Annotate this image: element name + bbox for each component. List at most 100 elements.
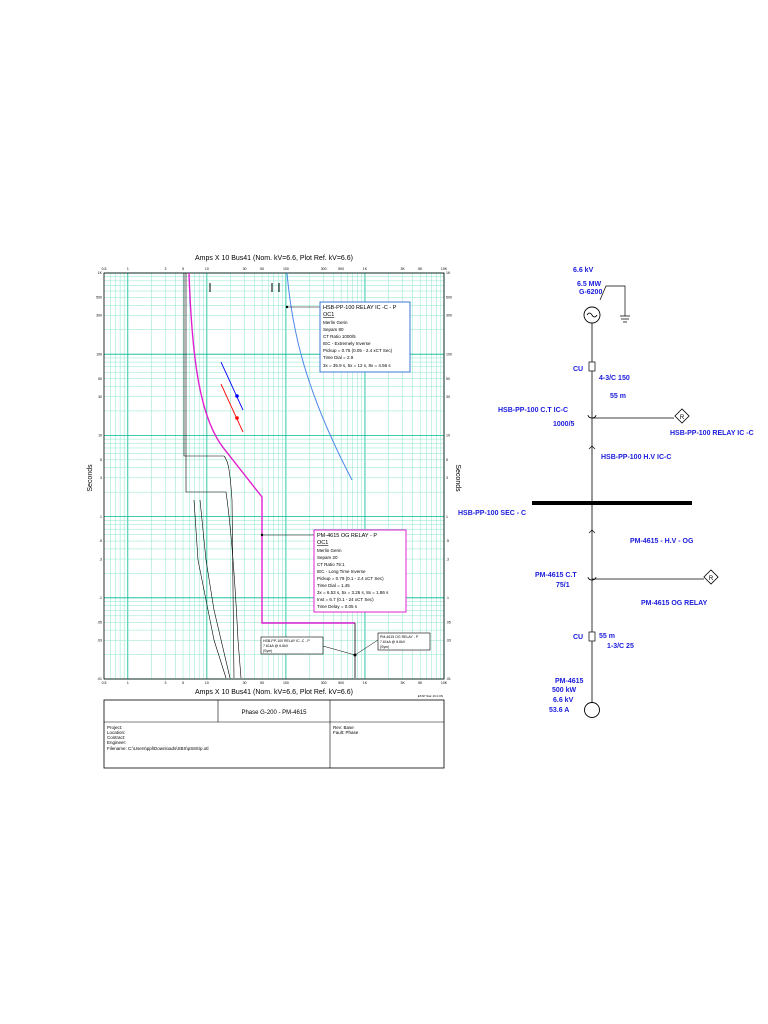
gen-id: G-6200: [579, 289, 602, 296]
svg-text:Location:: Location:: [107, 730, 125, 735]
motor-start-red: [220, 383, 244, 433]
x-tick-label-bottom: 30: [243, 681, 247, 685]
x-tick-label-bottom: 5K: [418, 681, 423, 685]
y-tick-label-left: .1: [99, 596, 102, 600]
x-tick-label-bottom: 1: [127, 681, 129, 685]
y-tick-label-right: .1: [446, 596, 449, 600]
x-tick-label-bottom: 1K: [363, 681, 368, 685]
svg-text:7.61kA @ 6.6kV: 7.61kA @ 6.6kV: [263, 644, 289, 648]
cable2-size: 1-3/C 25: [607, 643, 634, 650]
x-tick-label-top: 3K: [401, 267, 406, 271]
breaker-og-label: PM-4615 - H.V - OG: [630, 538, 694, 545]
label-ic-line: 3x = 35.9 s, 5x = 12 s, 8x = 4.56 s: [323, 363, 391, 368]
y-tick-label-left: 10: [98, 434, 102, 438]
label-ic-line: IEC - Extremely Inverse: [323, 341, 371, 346]
gen-mw: 6.5 MW: [577, 281, 602, 288]
ct-og-symbol: [587, 576, 597, 581]
x-tick-label-top: 0.5: [102, 267, 107, 271]
y-tick-label-right: .03: [446, 638, 451, 642]
label-og-line: Merlin Gerin: [317, 548, 342, 553]
y-tick-label-right: .05: [446, 620, 451, 624]
y-tick-label-right: 5: [446, 458, 448, 462]
y-tick-label-left: .01: [97, 677, 102, 681]
label-og-line: CT Ratio 75:1: [317, 562, 345, 567]
x-tick-label-bottom: 3: [165, 681, 167, 685]
y-tick-label-right: 100: [446, 352, 452, 356]
tcc-grid: [103, 272, 445, 680]
label-og-relay: PM-4615 OG RELAY - P OC1 Merlin Gerin Se…: [260, 529, 407, 613]
y-tick-label-right: 10: [446, 434, 450, 438]
curve-black-1: [183, 273, 235, 679]
svg-text:Fault: Phase: Fault: Phase: [333, 730, 359, 735]
svg-text:HSB-PP-100 RELAY IC -C - P: HSB-PP-100 RELAY IC -C - P: [263, 639, 310, 643]
y-tick-label-right: 500: [446, 296, 452, 300]
ct-ic-ratio: 1000/5: [553, 421, 575, 428]
label-ic-line: CT Ratio 1000/5: [323, 334, 356, 339]
bus-label: HSB-PP-100 SEC - C: [458, 510, 526, 517]
breaker-ic-symbol: [588, 445, 596, 450]
x-tick-label-bottom: 100: [283, 681, 289, 685]
y-tick-label-left: .05: [97, 620, 102, 624]
label-ic-line: Merlin Gerin: [323, 320, 348, 325]
svg-text:(Sym): (Sym): [380, 645, 389, 649]
info-box: Phase G-200 - PM-4615 Project: Location:…: [103, 699, 445, 769]
y-tick-label-right: .5: [446, 539, 449, 543]
label-og-line: Sepam 20: [317, 555, 338, 560]
breaker-og-symbol: [588, 529, 596, 534]
svg-text:7.61kA @ 6.6kV: 7.61kA @ 6.6kV: [380, 640, 406, 644]
label-og-element: OC1: [317, 540, 328, 546]
y-tick-label-left: 3: [100, 476, 102, 480]
relay-og-label: PM-4615 OG RELAY: [641, 600, 708, 607]
label-og-line: Time Dial = 1.45: [317, 583, 350, 588]
y-tick-label-right: .3: [446, 557, 449, 561]
label-ic-element: OC1: [323, 312, 334, 318]
info-header: Phase G-200 - PM-4615: [241, 710, 307, 716]
curve-og-relay: [188, 272, 355, 624]
relay-ic-label: HSB-PP-100 RELAY IC -C: [670, 430, 754, 437]
x-tick-label-bottom: 5: [182, 681, 184, 685]
svg-text:Rev: Base: Rev: Base: [333, 725, 354, 730]
curve-black-3: [193, 499, 227, 679]
relay-og-symbol-letter: R: [709, 576, 714, 582]
x-tick-label-top: 5K: [418, 267, 423, 271]
curve-ic-relay: [286, 272, 353, 481]
svg-text:(Sym): (Sym): [263, 649, 272, 653]
x-tick-label-bottom: 300: [321, 681, 327, 685]
x-tick-label-bottom: 3K: [401, 681, 406, 685]
label-og-line: Time Delay = 0.05 s: [317, 604, 358, 609]
sc-box-left-leader: [322, 645, 356, 656]
tcc-y-label-left: Seconds: [87, 464, 94, 492]
label-og-line: IEC - Long Time Inverse: [317, 569, 366, 574]
x-tick-label-top: 30: [243, 267, 247, 271]
x-tick-label-top: 10K: [441, 267, 448, 271]
y-tick-label-right: 3: [446, 476, 448, 480]
gen-kv: 6.6 kV: [573, 267, 594, 274]
label-ic-relay: HSB-PP-100 RELAY IC -C - P OC1 Merlin Ge…: [285, 301, 411, 373]
cable1-size: 4-3/C 150: [599, 375, 630, 382]
y-tick-label-right: 300: [446, 314, 452, 318]
motor-symbol: [584, 702, 600, 718]
y-tick-label-left: 50: [98, 377, 102, 381]
x-tick-label-top: 50: [260, 267, 264, 271]
x-tick-label-bottom: 0.5: [102, 681, 107, 685]
generator-wave: [586, 312, 598, 318]
y-tick-label-left: .5: [99, 539, 102, 543]
cable2-symbol: [588, 631, 596, 642]
tcc-y-label-right: Seconds: [454, 464, 461, 492]
x-tick-label-bottom: 50: [260, 681, 264, 685]
motor-point-blue: [235, 394, 239, 398]
label-og-title: PM-4615 OG RELAY - P: [317, 533, 377, 539]
y-tick-label-left: 1: [100, 515, 102, 519]
x-tick-label-top: 500: [338, 267, 344, 271]
label-ic-line: Pickup = 0.75 (0.05 - 2.4 xCT Sec): [323, 348, 393, 353]
cable1-symbol: [588, 361, 596, 372]
motor-kv: 6.6 kV: [553, 697, 574, 704]
svg-text:Engineer:: Engineer:: [107, 740, 126, 745]
x-tick-label-bottom: 10K: [441, 681, 448, 685]
x-tick-label-top: 100: [283, 267, 289, 271]
motor-kw: 500 kW: [552, 687, 577, 694]
cable2-length: 55 m: [599, 633, 615, 640]
y-tick-label-right: 1K: [446, 271, 451, 275]
y-tick-label-left: .3: [99, 557, 102, 561]
